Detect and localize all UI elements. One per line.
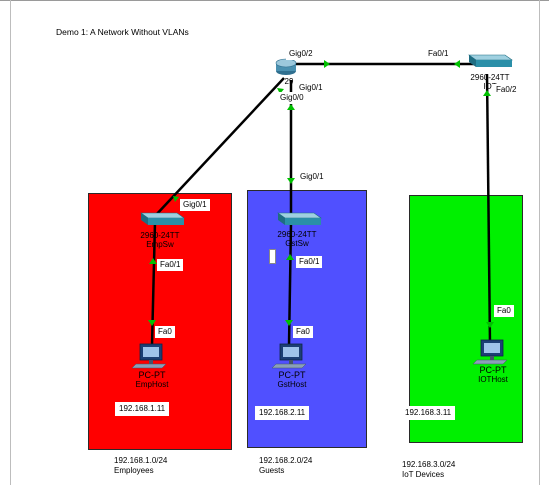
- port-label-iot-host-fa0: Fa0: [494, 305, 514, 317]
- iot-switch-name: IOT: [483, 82, 497, 91]
- link-up-indicator: [148, 320, 156, 326]
- text-cursor-marker: [269, 249, 276, 264]
- link-up-indicator: [286, 254, 294, 260]
- zone-iot-note: 192.168.3.0/24 IoT Devices: [402, 460, 455, 480]
- router-icon[interactable]: [275, 58, 297, 75]
- link-up-indicator: [454, 60, 460, 68]
- switch-icon[interactable]: [277, 212, 322, 225]
- gst-switch-name: GstSw: [285, 239, 309, 248]
- link-up-indicator: [486, 322, 494, 328]
- link-up-indicator: [149, 258, 157, 264]
- port-label-iot-fa0-1: Fa0/1: [425, 48, 452, 60]
- port-label-gst-host-fa0: Fa0: [293, 326, 313, 338]
- link-up-indicator: [287, 104, 295, 110]
- link-router-empsw[interactable]: [154, 77, 285, 217]
- gst-host-label: PC-PT GstHost: [277, 370, 307, 390]
- frame-left-border: [10, 0, 11, 485]
- diagram-title: Demo 1: A Network Without VLANs: [56, 27, 189, 37]
- router-name: 29: [284, 77, 294, 86]
- zone-iot[interactable]: [409, 195, 523, 443]
- zone-iot-network: 192.168.3.0/24: [402, 460, 456, 469]
- emp-switch-name: EmpSw: [146, 240, 174, 249]
- port-label-iot-fa0-2: Fa0/2: [493, 84, 520, 96]
- port-label-emp-gig0-1: Gig0/1: [180, 199, 210, 211]
- gst-host-ip: 192.168.2.11: [255, 406, 310, 420]
- gst-host-type: PC-PT: [278, 370, 306, 380]
- port-label-emp-host-fa0: Fa0: [155, 326, 175, 338]
- link-up-indicator: [285, 320, 293, 326]
- emp-switch-label: 2960-24TT EmpSw: [140, 231, 179, 249]
- zone-guests-note: 192.168.2.0/24 Guests: [259, 456, 312, 476]
- iot-host-name: IOTHost: [478, 375, 508, 384]
- zone-employees-note: 192.168.1.0/24 Employees: [114, 456, 167, 476]
- zone-guests-label: Guests: [259, 466, 285, 475]
- port-label-emp-fa0-1: Fa0/1: [157, 259, 184, 271]
- gst-switch-model: 2960-24TT: [277, 230, 317, 239]
- link-iotsw-iothost[interactable]: [485, 73, 492, 346]
- zone-guests-network: 192.168.2.0/24: [259, 456, 313, 465]
- emp-host-label: PC-PT EmpHost: [135, 370, 169, 390]
- link-up-indicator: [287, 178, 295, 184]
- port-label-router-gig0-2: Gig0/2: [286, 48, 316, 60]
- zone-guests[interactable]: [247, 190, 367, 448]
- emp-host-type: PC-PT: [138, 370, 166, 380]
- iot-host-ip: 192.168.3.11: [401, 406, 456, 420]
- port-label-gst-gig0-1: Gig0/1: [297, 171, 327, 183]
- switch-icon[interactable]: [140, 212, 185, 225]
- emp-host-name: EmpHost: [135, 380, 169, 389]
- switch-icon[interactable]: [468, 54, 513, 67]
- gst-host-name: GstHost: [277, 380, 307, 389]
- link-up-indicator: [324, 60, 330, 68]
- iot-switch-label: 2960-24TT IOT: [470, 73, 509, 91]
- pc-icon[interactable]: [131, 343, 167, 369]
- zone-iot-label: IoT Devices: [402, 470, 445, 479]
- zone-employees-label: Employees: [114, 466, 154, 475]
- frame-top-border: [0, 0, 549, 1]
- frame-right-border: [539, 0, 540, 485]
- pc-icon[interactable]: [271, 343, 307, 369]
- gst-switch-label: 2960-24TT GstSw: [277, 230, 316, 248]
- link-up-indicator: [483, 90, 491, 96]
- port-label-gst-fa0-1: Fa0/1: [296, 256, 323, 268]
- iot-host-label: PC-PT IOTHost: [478, 365, 508, 385]
- iot-host-type: PC-PT: [479, 365, 507, 375]
- link-up-indicator: [277, 88, 284, 94]
- zone-employees-network: 192.168.1.0/24: [114, 456, 168, 465]
- iot-switch-model: 2960-24TT: [470, 73, 510, 82]
- pc-icon[interactable]: [472, 339, 508, 365]
- emp-host-ip: 192.168.1.11: [115, 402, 170, 416]
- port-label-router-gig0-1: Gig0/1: [296, 82, 326, 94]
- emp-switch-model: 2960-24TT: [140, 231, 180, 240]
- port-label-router-gig0-0: Gig0/0: [277, 92, 307, 104]
- link-up-indicator: [173, 196, 179, 202]
